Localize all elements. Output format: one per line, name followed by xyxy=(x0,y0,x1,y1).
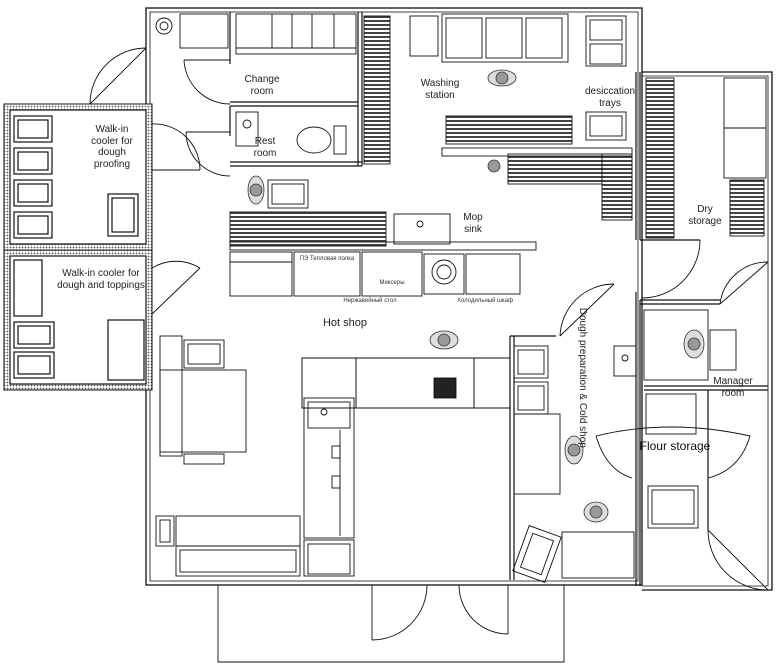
toppings-racks xyxy=(13,259,145,381)
label-mop-sink: Mop sink xyxy=(463,212,483,235)
staff-figures xyxy=(247,69,705,523)
washing-station-sinks xyxy=(409,13,627,141)
walk-in-cooler-proofing xyxy=(3,103,153,251)
racks xyxy=(229,15,765,247)
hot-shop-left-table xyxy=(155,335,301,577)
manager-room-furniture xyxy=(643,309,737,529)
person-center xyxy=(429,330,459,350)
doors xyxy=(89,47,769,641)
interior-walls xyxy=(151,12,768,586)
person-washing xyxy=(487,69,517,87)
label-desiccation-trays: desiccation trays xyxy=(584,86,636,109)
proofing-racks xyxy=(13,115,139,239)
label-manager-room: Manager room xyxy=(713,376,753,399)
label-dry-storage: Dry storage xyxy=(688,204,722,227)
person-dough-1 xyxy=(564,435,584,465)
label-miksery: Миксеры xyxy=(379,280,405,286)
dough-prep-fixtures xyxy=(512,345,637,583)
label-kholod-shkaf: Холодильный шкаф xyxy=(457,298,513,304)
person-manager xyxy=(683,329,705,359)
label-nerzh-stol: Нержавейный стол xyxy=(343,298,397,304)
person-washing-2 xyxy=(487,159,501,173)
label-teplovaya-polka: ПЭ Тепловая полка xyxy=(299,256,355,262)
label-hot-shop: Hot shop xyxy=(322,317,368,329)
hot-shop-line xyxy=(229,179,537,297)
label-change-room: Change room xyxy=(244,74,280,97)
label-washing-station: Washing station xyxy=(420,78,460,101)
person-dough-2 xyxy=(583,501,609,523)
label-flour-storage: Flour storage xyxy=(639,439,711,453)
entrance-vestibule xyxy=(217,585,565,663)
central-prep xyxy=(303,377,457,577)
tables-washing xyxy=(441,77,767,179)
person-hot-line xyxy=(247,175,265,205)
label-rest-room: Rest room xyxy=(253,136,277,159)
label-walk-in-proofing: Walk-in cooler for dough proofing xyxy=(91,124,133,170)
change-room-lockers xyxy=(155,13,357,55)
label-dough-prep: Dough preparation & Cold shop xyxy=(576,307,588,448)
rest-room-fixtures xyxy=(235,111,347,155)
label-walk-in-toppings: Walk-in cooler for dough and toppings xyxy=(57,268,145,291)
